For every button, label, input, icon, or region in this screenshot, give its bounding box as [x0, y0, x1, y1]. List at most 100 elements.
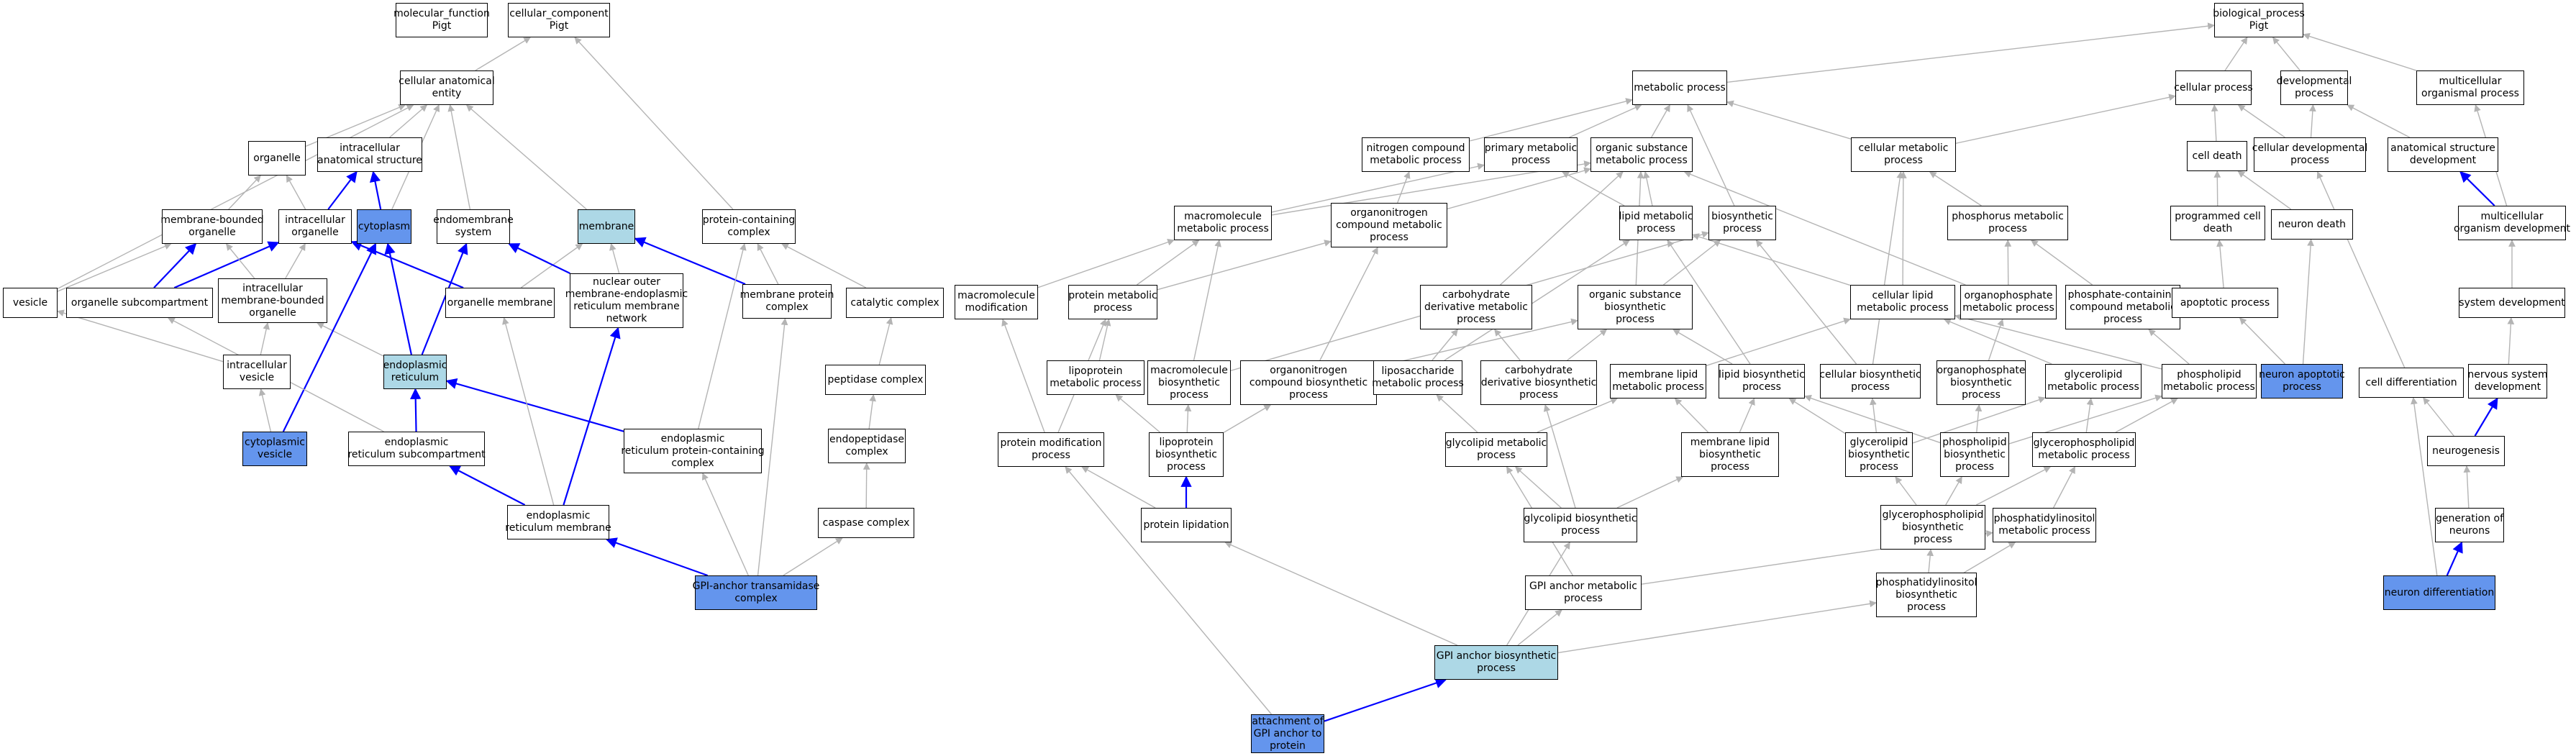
- go-term-neurogenesis[interactable]: neurogenesis: [2427, 436, 2505, 466]
- go-term-label-line: biosynthetic: [1699, 448, 1761, 460]
- go-term-label-line: membrane-bounded: [221, 294, 324, 306]
- edge-membrane-to-cellular-anatomical-entity: [465, 104, 587, 210]
- go-term-cell-death[interactable]: cell death: [2187, 141, 2247, 171]
- go-term-system-development[interactable]: system development: [2459, 288, 2565, 318]
- go-term-neuron-death[interactable]: neuron death: [2271, 209, 2353, 240]
- go-term-membrane[interactable]: membrane: [578, 209, 635, 244]
- go-term-organelle-membrane[interactable]: organelle membrane: [445, 288, 555, 318]
- go-term-neuron-differentiation[interactable]: neuron differentiation: [2383, 575, 2495, 610]
- edge-nervous-system-development-to-system-development: [2507, 317, 2515, 365]
- go-term-cellular-process[interactable]: cellular process: [2174, 70, 2253, 105]
- go-term-cytoplasm[interactable]: cytoplasm: [357, 209, 411, 244]
- go-term-caspase-complex[interactable]: caspase complex: [818, 508, 914, 538]
- edge-protein-metabolic-process-to-macromolecule-metabolic-process: [1136, 240, 1200, 286]
- edge-cytoplasmic-vesicle-to-cytoplasm: [282, 242, 377, 432]
- go-term-organelle-subcompartment[interactable]: organelle subcompartment: [66, 288, 213, 318]
- go-term-vesicle[interactable]: vesicle: [3, 288, 58, 318]
- go-term-cell-differentiation[interactable]: cell differentiation: [2359, 368, 2464, 398]
- go-term-metabolic-process[interactable]: metabolic process: [1632, 70, 1727, 105]
- go-term-apoptotic-process[interactable]: apoptotic process: [2172, 288, 2278, 318]
- go-term-catalytic-complex[interactable]: catalytic complex: [846, 288, 944, 318]
- go-term-label-line: metabolic process: [1050, 378, 1142, 389]
- go-term-protein-lipidation[interactable]: protein lipidation: [1141, 508, 1232, 542]
- go-term-label-line: biosynthetic: [1902, 521, 1964, 533]
- edge-cytoplasm-to-intracellular-anatomical-structure: [369, 170, 382, 210]
- edge-glycerophospholipid-metabolic-process-to-glycerolipid-metabolic-process: [2085, 398, 2094, 433]
- go-term-organelle[interactable]: organelle: [248, 141, 306, 176]
- go-term-peptidase-complex[interactable]: peptidase complex: [825, 365, 926, 395]
- go-term-label-line: cellular lipid: [1872, 290, 1934, 301]
